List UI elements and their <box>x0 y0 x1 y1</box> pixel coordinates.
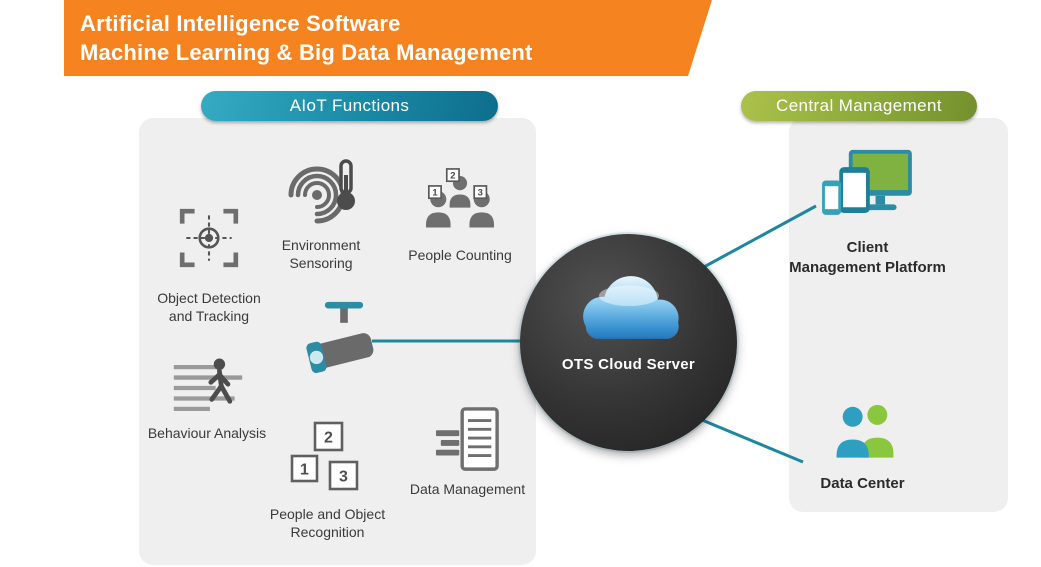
behaviour-analysis-label: Behaviour Analysis <box>147 425 267 441</box>
count-badge-2: 2 <box>450 170 455 181</box>
person-blue-icon <box>836 406 869 458</box>
environment-sensoring-label: Environment Sensoring <box>281 237 361 272</box>
data-management-label: Data Management <box>409 481 526 497</box>
environment-sensoring-icon <box>288 159 355 224</box>
data-management-icon <box>435 407 499 471</box>
data-center-label: Data Center <box>820 475 905 492</box>
header-title-line2: Machine Learning & Big Data Management <box>80 40 533 65</box>
recognition-badge-1-box <box>290 454 319 483</box>
client-management-platform-label: Client Management Platform <box>789 239 946 276</box>
central-management-title-pill: Central Management <box>741 91 977 121</box>
people-object-recognition-icon: 2 1 3 <box>290 421 359 491</box>
count-badge-2-box <box>445 168 460 183</box>
ots-cloud-server-label: OTS Cloud Server <box>561 356 696 373</box>
count-badge-3-box <box>473 185 488 200</box>
recognition-badge-2: 2 <box>324 430 333 447</box>
people-counting-icon: 2 1 3 <box>426 168 494 228</box>
recognition-badge-3: 3 <box>339 469 348 486</box>
ots-cloud-server-hub: OTS Cloud Server <box>520 234 737 451</box>
behaviour-analysis-icon <box>173 358 243 412</box>
object-detection-label: Object Detection and Tracking <box>157 290 261 325</box>
recognition-badge-1: 1 <box>300 462 309 479</box>
phone-icon <box>822 180 842 215</box>
header-title-line1: Artificial Intelligence Software <box>80 11 401 36</box>
cloud-icon <box>582 276 679 339</box>
aiot-functions-title-pill: AIoT Functions <box>201 91 498 121</box>
object-detection-icon <box>179 208 239 268</box>
tablet-icon <box>839 167 870 213</box>
thermometer-icon <box>337 159 355 210</box>
surveillance-camera-icon <box>306 301 374 374</box>
count-badge-1-box <box>427 185 442 200</box>
header-banner: Artificial Intelligence Software Machine… <box>64 0 712 76</box>
recognition-badge-3-box <box>328 460 359 491</box>
data-center-icon <box>836 404 894 458</box>
walking-person-icon <box>208 358 233 404</box>
people-object-recognition-label: People and Object Recognition <box>269 506 386 541</box>
count-badge-3: 3 <box>478 187 483 198</box>
count-badge-1: 1 <box>432 187 437 198</box>
people-counting-label: People Counting <box>408 247 512 263</box>
client-devices-icon <box>822 149 912 215</box>
recognition-badge-2-box <box>313 421 344 452</box>
person-green-icon <box>861 404 894 458</box>
